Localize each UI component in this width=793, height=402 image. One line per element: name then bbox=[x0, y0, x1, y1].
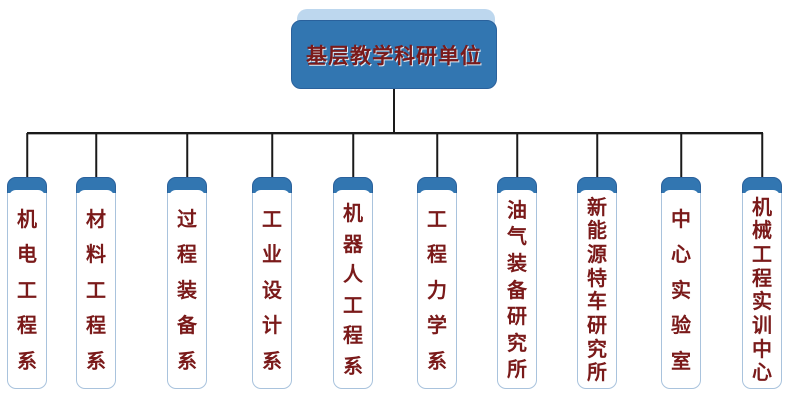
unit-box-6: 工程力学系 bbox=[417, 133, 457, 389]
unit-panel: 油气装备研究所 bbox=[499, 190, 535, 387]
unit-panel: 过程装备系 bbox=[169, 190, 205, 387]
root-node: 基层教学科研单位 bbox=[291, 20, 497, 89]
unit-cap bbox=[417, 177, 457, 193]
connector-drop bbox=[436, 133, 438, 178]
unit-label: 机电工程系 bbox=[17, 206, 37, 373]
connector-drop bbox=[352, 133, 354, 178]
unit-label: 工业设计系 bbox=[262, 206, 282, 373]
connector-drop bbox=[95, 133, 97, 178]
unit-cap bbox=[333, 177, 373, 193]
unit-label: 中心实验室 bbox=[671, 206, 691, 373]
connector-stem bbox=[393, 87, 395, 133]
unit-label: 机械工程实训中心 bbox=[752, 194, 772, 385]
unit-cap bbox=[497, 177, 537, 193]
unit-box-8: 新能源特车研究所 bbox=[577, 133, 617, 389]
connector-drop bbox=[26, 133, 28, 178]
unit-panel: 机电工程系 bbox=[9, 190, 45, 387]
connector-drop bbox=[516, 133, 518, 178]
unit-box-2: 材料工程系 bbox=[76, 133, 116, 389]
unit-cap bbox=[661, 177, 701, 193]
unit-box-5: 机器人工程系 bbox=[333, 133, 373, 389]
unit-panel: 材料工程系 bbox=[78, 190, 114, 387]
unit-label: 工程力学系 bbox=[427, 206, 447, 373]
unit-box-9: 中心实验室 bbox=[661, 133, 701, 389]
unit-label: 新能源特车研究所 bbox=[587, 194, 607, 385]
unit-cap bbox=[76, 177, 116, 193]
connector-drop bbox=[271, 133, 273, 178]
unit-label: 过程装备系 bbox=[177, 206, 197, 373]
connector-drop bbox=[680, 133, 682, 178]
unit-box-7: 油气装备研究所 bbox=[497, 133, 537, 389]
unit-box-3: 过程装备系 bbox=[167, 133, 207, 389]
unit-cap bbox=[742, 177, 782, 193]
unit-box-10: 机械工程实训中心 bbox=[742, 133, 782, 389]
unit-panel: 机械工程实训中心 bbox=[744, 190, 780, 387]
connector-drop bbox=[761, 133, 763, 178]
unit-panel: 新能源特车研究所 bbox=[579, 190, 615, 387]
unit-label: 机器人工程系 bbox=[343, 201, 363, 378]
unit-cap bbox=[167, 177, 207, 193]
unit-label: 材料工程系 bbox=[86, 206, 106, 373]
unit-label: 油气装备研究所 bbox=[507, 197, 527, 382]
unit-box-4: 工业设计系 bbox=[252, 133, 292, 389]
unit-cap bbox=[252, 177, 292, 193]
connector-horizontal-line bbox=[27, 132, 763, 134]
unit-box-1: 机电工程系 bbox=[7, 133, 47, 389]
unit-cap bbox=[577, 177, 617, 193]
root-node-label: 基层教学科研单位 bbox=[306, 43, 482, 68]
connector-drop bbox=[596, 133, 598, 178]
unit-panel: 机器人工程系 bbox=[335, 190, 371, 387]
connector-drop bbox=[186, 133, 188, 178]
unit-panel: 工程力学系 bbox=[419, 190, 455, 387]
unit-panel: 工业设计系 bbox=[254, 190, 290, 387]
unit-cap bbox=[7, 177, 47, 193]
unit-panel: 中心实验室 bbox=[663, 190, 699, 387]
